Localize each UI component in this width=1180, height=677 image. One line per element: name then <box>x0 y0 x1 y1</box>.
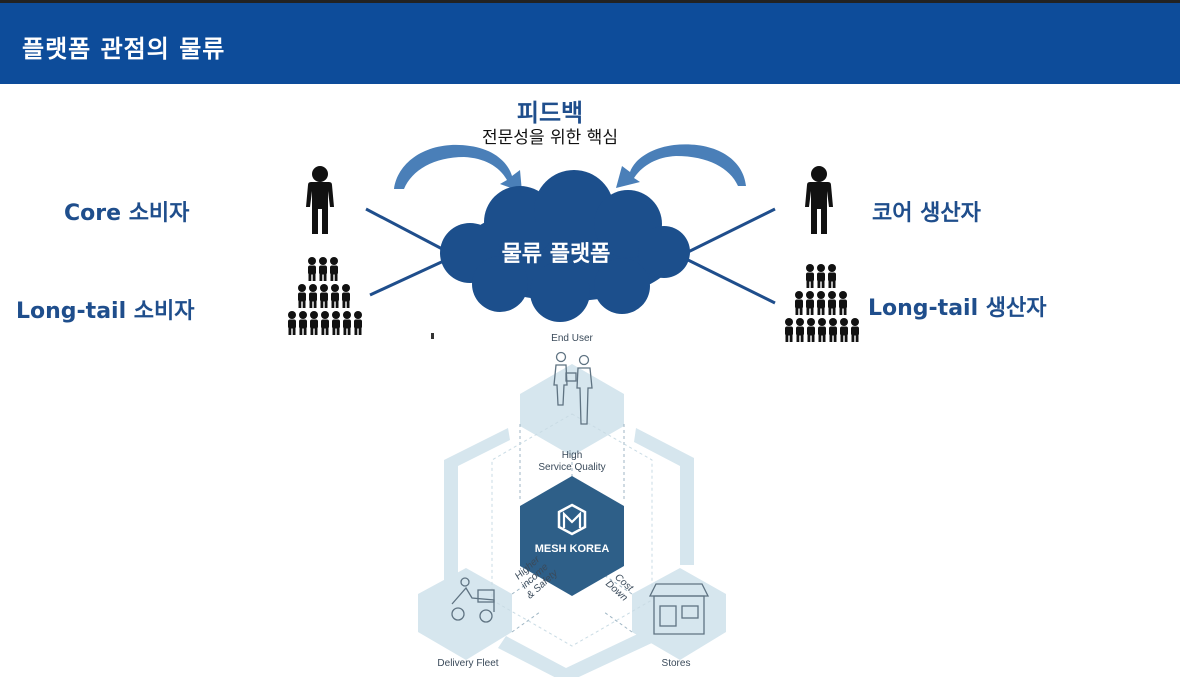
feedback-subtitle: 전문성을 위한 핵심 <box>0 123 1180 148</box>
window-top-border <box>0 0 1180 3</box>
high-service-quality-label: High Service Quality <box>522 450 622 474</box>
longtail-consumer-label: Long-tail 소비자 <box>16 299 195 324</box>
feedback-title: 피드백 <box>0 93 1180 128</box>
end-user-label: End User <box>551 333 593 344</box>
end-user-icon <box>553 351 593 425</box>
store-icon <box>648 583 710 635</box>
longtail-producer-label: Long-tail 생산자 <box>868 296 1047 321</box>
mesh-korea-logo-icon <box>557 503 587 536</box>
end-user-tile <box>520 364 624 456</box>
stores-label: Stores <box>661 658 691 669</box>
cycle-arrow-bottom <box>498 630 654 677</box>
feedback-subtitle-text: 전문성을 위한 핵심 <box>482 128 618 148</box>
cycle-arrow-left <box>444 428 510 594</box>
cycle-diagram: MESH KOREA <box>418 351 726 677</box>
core-consumer-label: Core 소비자 <box>64 201 190 226</box>
core-producer-label: 코어 생산자 <box>872 201 981 226</box>
delivery-scooter-icon <box>451 577 495 623</box>
feedback-arrow-left-shape <box>394 144 522 192</box>
cycle-arrow-right <box>634 428 694 565</box>
slide-header: 플랫폼 관점의 물류 <box>0 3 1180 84</box>
mesh-korea-label: MESH KOREA <box>535 543 610 555</box>
platform-label: 물류 플랫폼 <box>502 242 611 267</box>
feedback-arrow-right-shape <box>616 144 746 188</box>
consumer-people-icon <box>288 166 362 335</box>
slide-title: 플랫폼 관점의 물류 <box>22 35 226 63</box>
delivery-fleet-label: Delivery Fleet <box>437 658 499 669</box>
mouse-cursor <box>431 333 434 339</box>
feedback-title-text: 피드백 <box>516 99 584 127</box>
stores-tile <box>632 568 726 660</box>
delivery-fleet-tile <box>418 568 512 660</box>
producer-people-icon <box>785 166 859 342</box>
connection-lines <box>365 207 776 305</box>
platform-cloud <box>440 170 690 322</box>
mesh-korea-hexagon <box>520 476 624 596</box>
high-service-quality-line1: High <box>561 450 583 461</box>
high-service-quality-line2: Service Quality <box>538 462 606 473</box>
